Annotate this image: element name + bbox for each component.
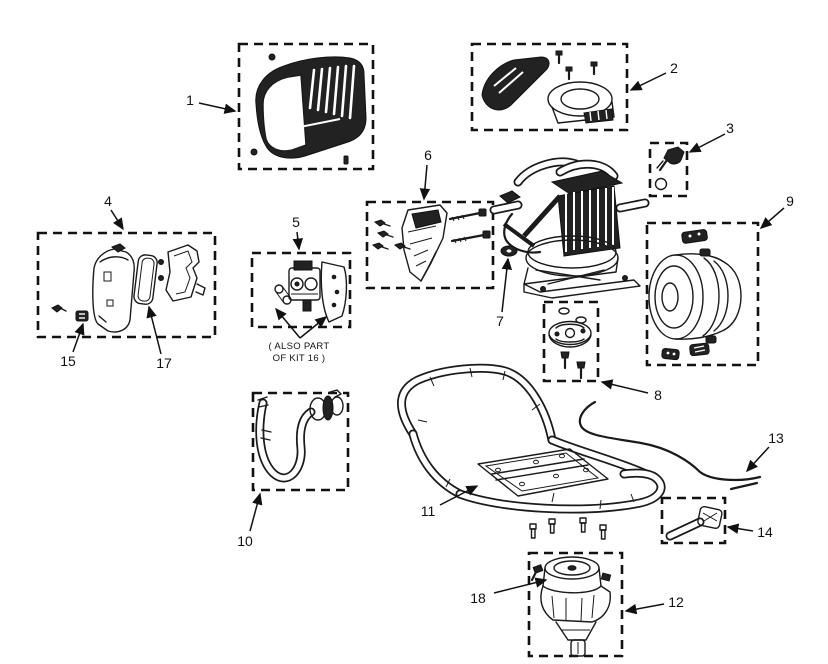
callout-8: 8 xyxy=(654,387,662,403)
kit-box-2 xyxy=(470,42,629,132)
part-clip-top xyxy=(681,229,708,244)
kit-box-10 xyxy=(251,391,350,492)
part-air-cleaner-cover xyxy=(92,243,135,333)
kit-box-14 xyxy=(660,496,727,545)
callout-4: 4 xyxy=(104,193,112,209)
part-bracket-kit xyxy=(371,204,491,282)
callout-14: 14 xyxy=(757,524,773,540)
part-frame xyxy=(397,363,666,540)
kit-box-4 xyxy=(36,231,217,339)
callout-13: 13 xyxy=(768,430,784,446)
screw-icon xyxy=(268,53,276,61)
part-engine-assembly xyxy=(489,157,650,299)
callout-5: 5 xyxy=(292,214,300,230)
kit-box-1 xyxy=(237,42,375,171)
callout-labels: 1 2 3 4 5 6 7 8 9 10 11 12 13 14 15 17 1… xyxy=(60,60,794,610)
part-filter-bracket xyxy=(158,244,206,302)
callout-9: 9 xyxy=(786,193,794,209)
part-filter-element-17 xyxy=(133,254,158,305)
screw-icon xyxy=(371,219,411,250)
callout-17: 17 xyxy=(156,355,172,371)
kit-box-9 xyxy=(645,221,760,367)
callout-arrows xyxy=(72,72,785,615)
part-grommet xyxy=(500,245,518,257)
part-engine-cover xyxy=(250,53,367,165)
screw-icon xyxy=(250,148,258,156)
bolt-icon xyxy=(560,351,586,380)
bolt-icon xyxy=(530,564,612,582)
callout-11: 11 xyxy=(421,503,436,519)
callout-18: 18 xyxy=(470,590,486,606)
kit-note-line2: OF KIT 16 ) xyxy=(273,353,326,364)
callout-10: 10 xyxy=(237,533,253,549)
part-pads-bottom xyxy=(661,342,710,361)
part-blower-housing-kit xyxy=(648,229,742,361)
kit-box-6 xyxy=(365,200,495,290)
callout-3: 3 xyxy=(726,120,734,136)
screw-icon xyxy=(343,155,349,165)
callout-12: 12 xyxy=(668,594,684,610)
part-carburetor-kit xyxy=(274,260,348,323)
part-starter-top-kit xyxy=(481,50,615,124)
part-fuel-hose xyxy=(255,389,344,483)
part-bracket xyxy=(401,204,448,282)
kit-box-8 xyxy=(542,300,600,383)
bolt-icon xyxy=(448,208,491,244)
part-spark-plug-wrench xyxy=(665,505,723,541)
callout-15: 15 xyxy=(60,353,76,369)
screw-icon xyxy=(51,304,67,313)
callout-1: 1 xyxy=(186,92,194,108)
callout-2: 2 xyxy=(670,60,678,76)
part-carburetor xyxy=(288,260,321,312)
part-breather-15 xyxy=(75,310,89,322)
kit-note-line1: ( ALSO PART xyxy=(268,341,329,352)
bolt-icon xyxy=(529,517,607,540)
part-clutch-kit xyxy=(548,307,592,380)
o-ring-icon xyxy=(654,177,668,191)
callout-7: 7 xyxy=(496,313,504,329)
part-air-cleaner-kit xyxy=(51,243,206,333)
kit-box-5 xyxy=(250,251,352,329)
part-cap-oring xyxy=(654,146,685,191)
part-throttle-cable xyxy=(578,400,762,491)
part-carb-plate xyxy=(320,261,348,323)
bolt-icon xyxy=(555,50,598,81)
callout-6: 6 xyxy=(424,147,432,163)
kit-box-3 xyxy=(648,141,689,198)
part-pump-assembly xyxy=(530,556,612,657)
kit-note: ( ALSO PART OF KIT 16 ) xyxy=(268,341,329,364)
